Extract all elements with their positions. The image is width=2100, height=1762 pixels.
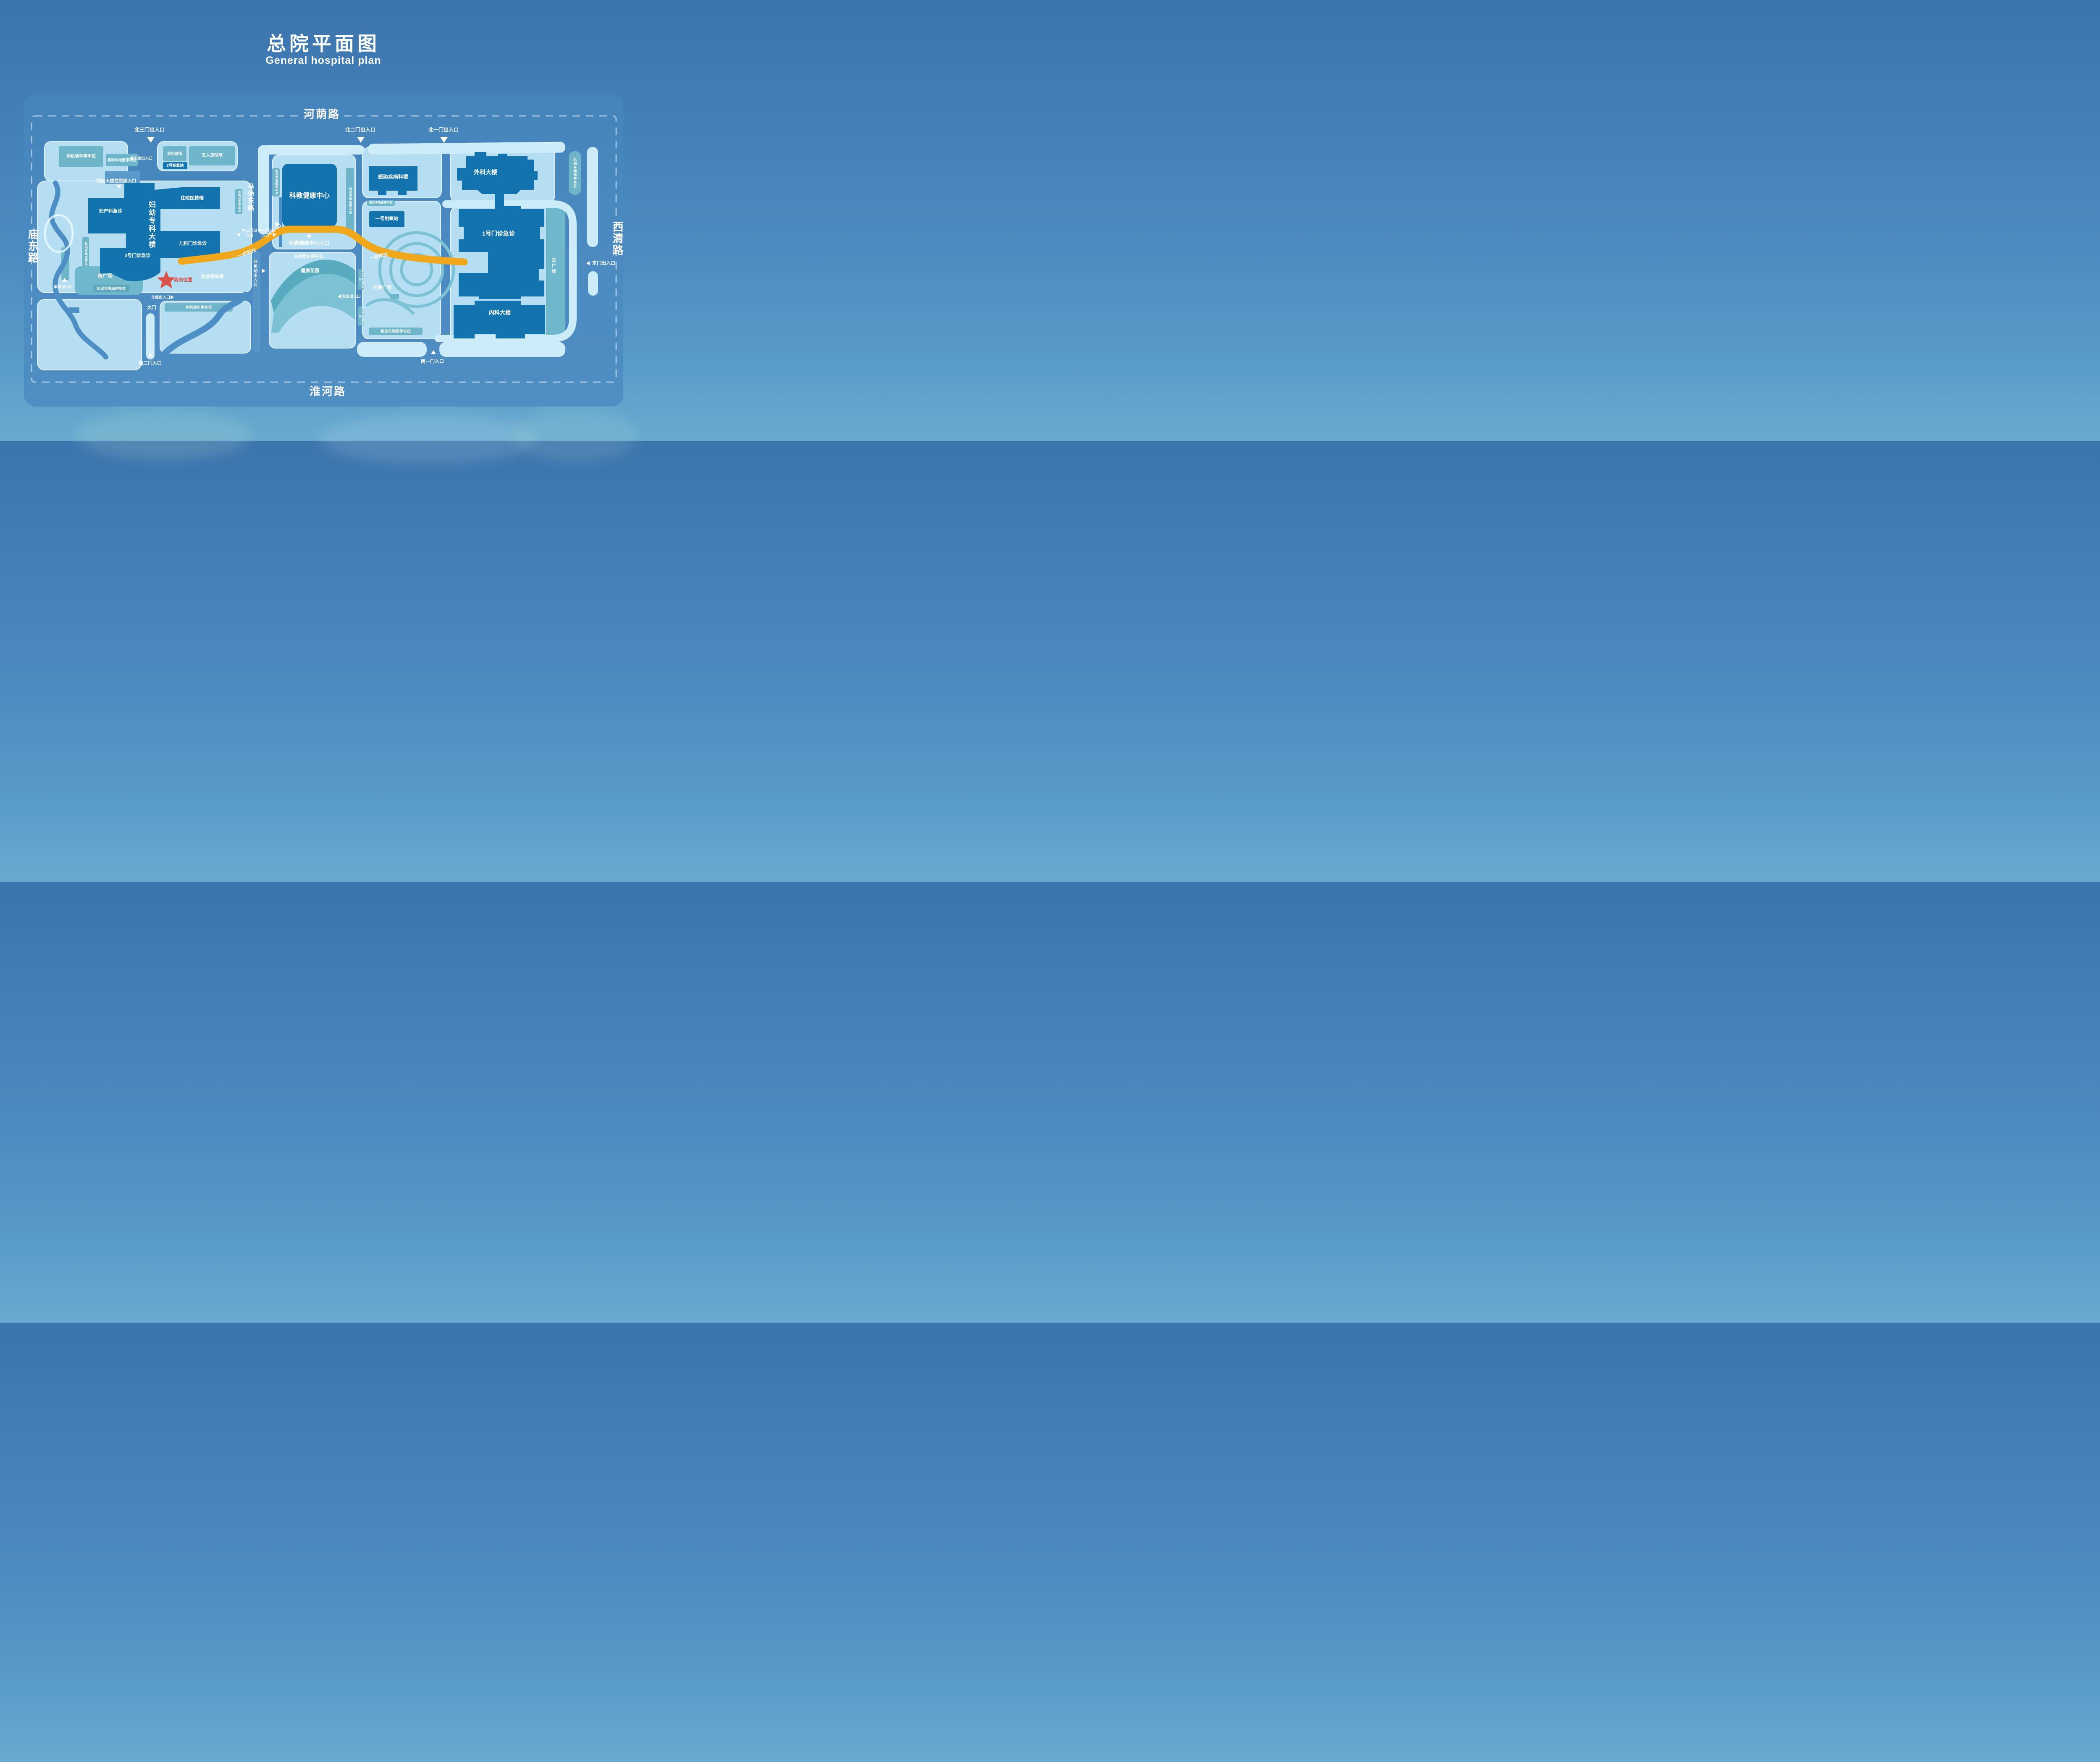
arrow-left-icon [586, 261, 590, 265]
corridor-non-motor-vert: 非机动车停车位 [235, 189, 242, 214]
nw-non-motor-parking: 非机动车停车位 [59, 146, 103, 167]
gate-mid2: 中二门出入口 [242, 228, 257, 237]
arrow-right-icon [273, 233, 276, 237]
arrow-up-icon [307, 233, 312, 237]
block-surgery [450, 148, 555, 202]
photo-haze [512, 407, 638, 462]
west-pond-strip [61, 247, 69, 280]
label-clinic1: 1号门诊急诊 [482, 230, 515, 237]
road-strip-north-center [261, 145, 365, 155]
gate-non-motor-entrance: 非机动车入口 [253, 260, 257, 287]
gate-mid1: 中一门出入口 [257, 228, 273, 237]
gate-garage-nw: 车库出入口 [134, 156, 153, 160]
label-inpatient-tech: 住院医技楼 [181, 196, 204, 201]
gate-east: 东门出入口 [592, 261, 615, 266]
label-my-location: 我的位置 [174, 278, 192, 283]
south-non-motor-parking: 非机动车停车位 [165, 303, 233, 312]
road-strip-east-vert2 [588, 271, 598, 296]
road-west: 庙东路 [26, 228, 39, 264]
label-angel-square: 天使广场 [373, 285, 391, 290]
gate-maternity-inpatient: 妇幼大楼住院部入口 [97, 178, 136, 184]
oxygen-station-1: 一号制氧站 [369, 211, 404, 227]
label-internal-medicine: 内科大楼 [489, 309, 511, 316]
road-strip-east-vert [587, 147, 598, 247]
gate-north3: 北三门出入口 [134, 127, 165, 133]
road-strip-north-east [368, 142, 566, 155]
gate-garage-angel: 车库出入口 [342, 294, 361, 299]
edu-garage-ramp [279, 197, 282, 247]
angel-left-motor-vert1: 机动车地面停车位 [358, 269, 364, 290]
photo-haze [76, 409, 252, 460]
label-health-garden: 健康花园 [301, 268, 319, 273]
gate-north1: 北一门出入口 [428, 127, 459, 133]
block-edu-center [272, 155, 356, 249]
label-infection: 感染疾病科楼 [378, 174, 408, 180]
edu-right-motor-vert: 机动车地面停车位 [346, 168, 354, 233]
east-motor-parking-vert: 机动车地面停车位 [569, 151, 581, 195]
block-southwest-park [37, 299, 142, 370]
gate-south1: 南一门入口 [421, 359, 444, 364]
arrow-left-icon [237, 233, 240, 237]
road-strip-machang [258, 145, 269, 234]
road-strip-south-left [357, 342, 427, 357]
label-edu-health-center: 科教健康中心 [289, 192, 330, 199]
page-subtitle: General hospital plan [265, 55, 381, 66]
arrow-down-icon [357, 137, 365, 143]
angel-bottom-motor-parking: 机动车地面停车位 [369, 328, 423, 335]
nw-motor-parking: 机动车地面停车位 [106, 154, 138, 166]
arrow-right-icon [262, 269, 265, 273]
arrow-up-icon [62, 278, 67, 282]
angel-top-motor-parking: 机动车地面停车位 [367, 200, 395, 206]
arrow-down-icon [117, 185, 122, 189]
block-garden [269, 252, 356, 349]
arrow-down-icon [440, 137, 448, 143]
arrow-left-icon [338, 294, 341, 299]
arrow-up-icon [431, 350, 436, 354]
arrow-down-icon [147, 137, 155, 143]
label-pediatric-er: 儿科门诊急诊 [179, 241, 207, 246]
gate-garage-sw: 车库出入口 [54, 285, 73, 289]
arrow-right-icon [171, 295, 174, 299]
edu-left-motor-vert: 机动车地面停车位 [272, 168, 280, 197]
gate-main: 大门 [147, 305, 156, 310]
gate-north2: 北二门出入口 [345, 127, 376, 133]
page-title: 总院平面图 [267, 33, 380, 55]
oxygen-station-2: 2号制氧站 [163, 162, 187, 169]
gate-garage-south: 车库出入口 [151, 295, 171, 299]
south-square-motor-parking: 机动车地面停车位 [93, 285, 129, 292]
arrow-left-icon [129, 156, 133, 160]
road-south: 淮河路 [310, 385, 346, 398]
angel-left-motor-vert2: 机动车地面停车位 [358, 307, 364, 326]
road-strip-south-right [439, 342, 565, 357]
label-er-parking-belt: 急诊停车带 [201, 274, 224, 279]
label-maternity-tower: 妇幼专科大楼 [147, 201, 155, 249]
photo-haze [319, 414, 538, 464]
road-north: 河荫路 [304, 108, 341, 121]
road-east: 西清路 [611, 221, 624, 256]
gate-edu-entrance: 科教健康中心入口 [289, 240, 330, 246]
arrow-up-icon [148, 353, 153, 357]
badminton-court: 羽毛球场 [163, 146, 186, 161]
label-garden-non-motor: 非机动车停车位 [294, 254, 323, 259]
football-field: 五人足球场 [189, 146, 235, 165]
gate-south2: 南二门入口 [139, 361, 162, 366]
road-machang: 马场东路 [247, 183, 254, 212]
label-clinic2: 2号门诊急诊 [125, 253, 151, 258]
label-surgery: 外科大楼 [474, 169, 497, 176]
label-south-square: 南广场 [97, 273, 113, 279]
label-east-square: 东广场 [551, 258, 556, 274]
label-maternity-er: 妇产科急诊 [99, 209, 122, 214]
